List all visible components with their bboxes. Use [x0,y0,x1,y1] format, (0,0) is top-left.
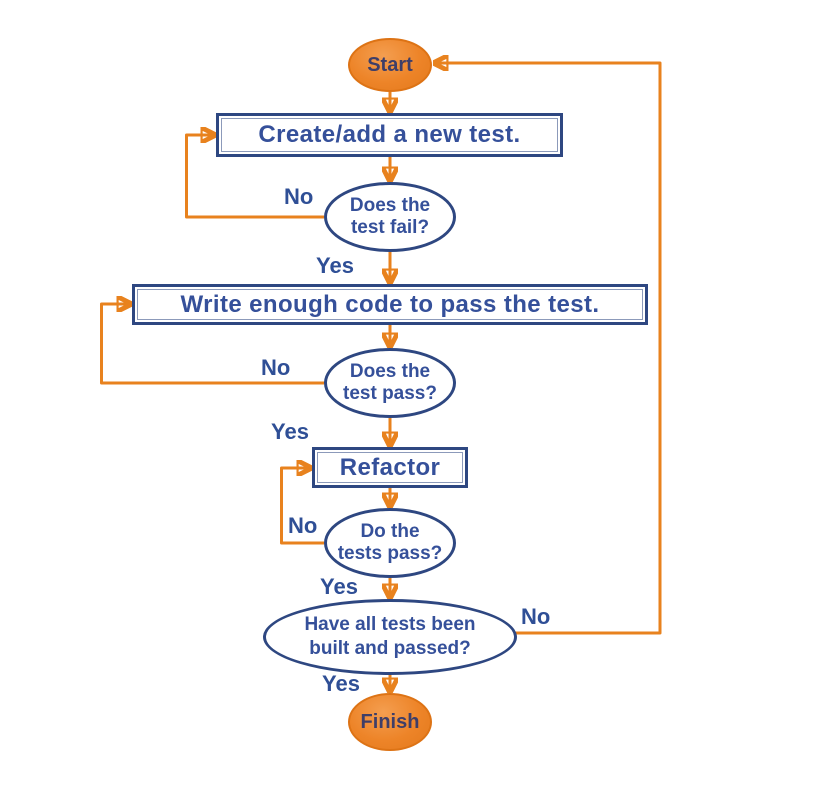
node-does-the-test-pass-line2: test pass? [343,383,437,404]
node-do-the-tests-pass-line1: Do the [360,521,420,542]
node-does-the-test-fail: Does the test fail? [324,182,456,252]
node-write-enough-code-label: Write enough code to pass the test. [180,290,600,318]
node-does-the-test-pass-line1: Does the [349,361,431,382]
node-finish: Finish [348,693,432,751]
node-start: Start [348,38,432,92]
node-create-add-new-test-label: Create/add a new test. [258,121,521,148]
edge-label-all-built-no: No [521,604,551,629]
node-write-enough-code: Write enough code to pass the test. [132,284,648,325]
edge-label-test-pass-no: No [261,355,291,380]
edge-label-tests-pass-yes: Yes [320,574,358,599]
node-all-tests-built-and-passed-line2: built and passed? [309,638,471,659]
node-create-add-new-test: Create/add a new test. [216,113,563,157]
edge-label-test-pass-yes: Yes [271,419,309,444]
node-do-the-tests-pass-line2: tests pass? [337,543,443,564]
node-refactor-label: Refactor [339,453,441,481]
node-start-label: Start [367,53,413,76]
node-all-tests-built-and-passed: Have all tests been built and passed? [263,599,517,675]
node-does-the-test-fail-line1: Does the [349,195,431,216]
node-all-tests-built-and-passed-line1: Have all tests been [304,614,476,635]
edge-label-all-built-yes: Yes [322,671,360,696]
node-finish-label: Finish [360,710,420,733]
edge-label-test-fail-no: No [284,184,314,209]
connector-all-built-no-to-start [436,63,662,635]
node-does-the-test-pass: Does the test pass? [324,348,456,418]
connector-tests-pass-no-loop [280,468,324,545]
edge-label-test-fail-yes: Yes [316,253,354,278]
connector-test-fail-no-loop [185,135,324,219]
connector-test-pass-no-loop [100,304,324,385]
node-does-the-test-fail-line2: test fail? [350,217,430,238]
node-do-the-tests-pass: Do the tests pass? [324,508,456,578]
node-refactor: Refactor [312,447,468,488]
edge-label-tests-pass-no: No [288,513,318,538]
